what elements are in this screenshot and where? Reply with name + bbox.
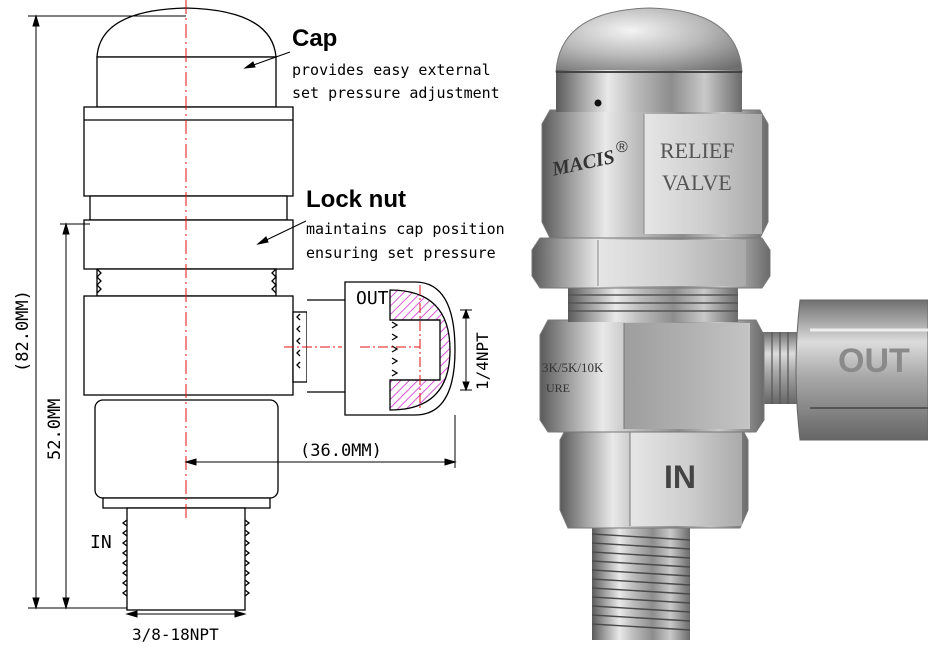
lock-nut-desc-line2: ensuring set pressure — [306, 244, 496, 262]
lock-nut-callout: Lock nut maintains cap position ensuring… — [306, 186, 505, 262]
photo-pressure-suffix: URE — [546, 381, 570, 395]
out-port-label: OUT — [356, 288, 389, 309]
in-port-label: IN — [90, 532, 112, 553]
photo-title-line1: RELIEF — [660, 138, 735, 163]
photo-cap-vent-hole — [594, 99, 602, 107]
side-port-offset-dim: (36.0MM) — [300, 441, 382, 461]
overall-height-dim: (82.0MM) — [13, 290, 33, 372]
body-outline — [83, 295, 294, 396]
photo-out-marking: OUT — [838, 342, 910, 380]
inlet-thread-outline — [126, 507, 246, 611]
lock-nut-desc-line1: maintains cap position — [306, 220, 505, 238]
inlet-thread-dim: 3/8-18NPT — [132, 625, 219, 644]
product-photo: OUT IN 3K/5K/10K URE — [531, 7, 928, 640]
photo-cap-dome — [555, 7, 743, 73]
photo-cap-band — [556, 70, 742, 112]
cap-desc-line1: provides easy external — [292, 61, 491, 79]
centerlines — [185, 0, 421, 520]
photo-outlet-hex — [795, 299, 928, 441]
photo-in-marking: IN — [664, 459, 696, 495]
photo-pressure-marking: 3K/5K/10K — [542, 360, 604, 375]
dimension-lines — [28, 14, 472, 618]
photo-title-line2: VALVE — [662, 170, 732, 195]
lock-nut-title: Lock nut — [306, 186, 406, 213]
cap-desc-line2: set pressure adjustment — [292, 84, 500, 102]
cap-title: Cap — [292, 25, 337, 52]
cap-callout: Cap provides easy external set pressure … — [292, 25, 500, 102]
photo-registered-mark: ® — [616, 139, 628, 156]
side-thread-dim: 1/4NPT — [473, 332, 492, 390]
lock-nut-outline — [83, 219, 294, 270]
body-height-dim: 52.0MM — [45, 399, 65, 460]
